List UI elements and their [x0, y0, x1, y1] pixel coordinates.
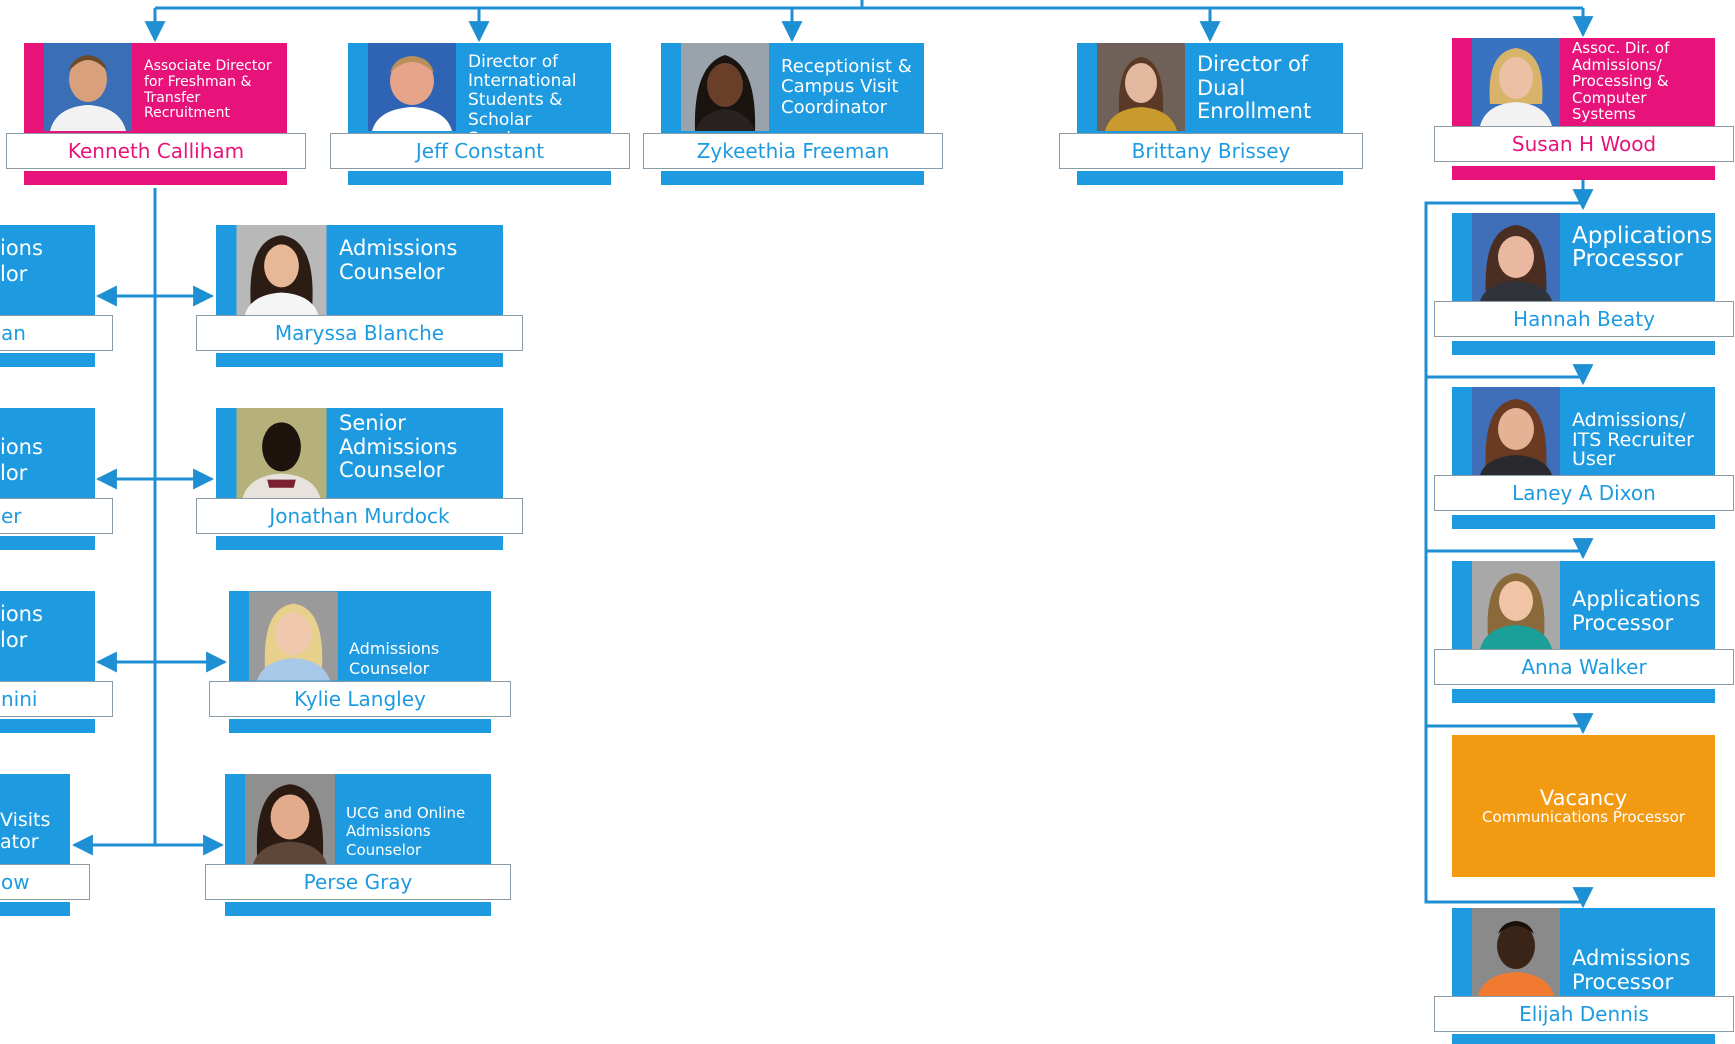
- vacancy-subtitle: Communications Processor: [1481, 807, 1686, 826]
- card-title: Associate Director for Freshman & Transf…: [144, 58, 272, 122]
- card-title: Admissions/ ITS Recruiter User: [1572, 409, 1694, 471]
- card-stripe: [0, 902, 70, 916]
- card-title-line-1: ions: [0, 602, 43, 626]
- card-name: Laney A Dixon: [1434, 475, 1734, 511]
- org-card-perse-gray[interactable]: UCG and Online Admissions Counselor Pers…: [205, 774, 511, 916]
- card-name: Zykeethia Freeman: [643, 133, 943, 169]
- org-card-susan-h-wood[interactable]: Assoc. Dir. of Admissions/ Processing & …: [1434, 38, 1734, 180]
- woman-photo-icon: [1472, 387, 1560, 475]
- card-stripe: [1452, 166, 1715, 180]
- org-card-kylie-langley[interactable]: Admissions Counselor Kylie Langley: [209, 591, 511, 733]
- woman-photo-icon: [236, 225, 327, 315]
- card-body: [0, 408, 95, 498]
- card-stripe: [216, 353, 503, 367]
- card-title-line-1: ions: [0, 236, 43, 260]
- card-title: Admissions Counselor: [349, 639, 440, 678]
- card-title: UCG and Online Admissions Counselor: [346, 804, 466, 859]
- card-title-line-1: Visits: [0, 809, 51, 831]
- org-card-vacancy[interactable]: Vacancy Communications Processor: [1452, 735, 1715, 877]
- card-title-line-2: ator: [0, 831, 39, 853]
- woman-photo-icon: [681, 43, 769, 131]
- card-body: [0, 591, 95, 681]
- card-title-line-2: lor: [0, 628, 28, 652]
- card-name: Jonathan Murdock: [196, 498, 523, 534]
- man-photo-icon: [44, 43, 132, 131]
- woman-photo-icon: [1472, 561, 1560, 649]
- org-card-laney-a-dixon[interactable]: Admissions/ ITS Recruiter User Laney A D…: [1434, 387, 1734, 529]
- card-name: er: [0, 498, 113, 534]
- card-title-line-2: lor: [0, 461, 28, 485]
- card-stripe: [0, 536, 95, 550]
- card-stripe: [1077, 171, 1343, 185]
- card-stripe: [24, 171, 287, 185]
- man-photo-icon: [368, 43, 456, 131]
- woman-photo-icon: [1097, 43, 1185, 131]
- card-name: Maryssa Blanche: [196, 315, 523, 351]
- org-card-left-partial-2[interactable]: ions lor er: [0, 408, 113, 550]
- card-title-line-1: ions: [0, 435, 43, 459]
- card-title-line-2: lor: [0, 262, 28, 286]
- org-card-left-partial-3[interactable]: ions lor nini: [0, 591, 113, 733]
- card-stripe: [1452, 341, 1715, 355]
- card-stripe: [225, 902, 491, 916]
- card-name: Anna Walker: [1434, 649, 1734, 685]
- card-name: ow: [0, 864, 90, 900]
- card-title: Admissions Processor: [1572, 946, 1691, 995]
- card-title: Receptionist & Campus Visit Coordinator: [781, 56, 912, 118]
- woman-photo-icon: [249, 591, 338, 681]
- org-card-jeff-constant[interactable]: Director of International Students & Sch…: [330, 43, 630, 185]
- woman-photo-icon: [245, 774, 335, 864]
- card-name: an: [0, 315, 113, 351]
- man-photo-icon: [1472, 908, 1560, 996]
- org-card-maryssa-blanche[interactable]: Admissions Counselor Maryssa Blanche: [196, 225, 523, 367]
- card-name: nini: [0, 681, 113, 717]
- card-title: Admissions Counselor: [339, 236, 458, 284]
- card-stripe: [661, 171, 924, 185]
- org-card-left-partial-1[interactable]: ions lor an: [0, 225, 113, 367]
- org-card-elijah-dennis[interactable]: Admissions Processor Elijah Dennis: [1434, 908, 1734, 1044]
- card-name: Perse Gray: [205, 864, 511, 900]
- card-name: Jeff Constant: [330, 133, 630, 169]
- card-body: [0, 225, 95, 315]
- card-stripe: [0, 719, 95, 733]
- card-title: Applications Processor: [1572, 223, 1713, 273]
- card-stripe: [1452, 515, 1715, 529]
- card-stripe: [229, 719, 491, 733]
- card-name: Kylie Langley: [209, 681, 511, 717]
- card-body: [0, 774, 70, 864]
- card-name: Brittany Brissey: [1059, 133, 1363, 169]
- card-stripe: [0, 353, 95, 367]
- card-name: Hannah Beaty: [1434, 301, 1734, 337]
- card-stripe: [348, 171, 611, 185]
- org-card-kenneth-calliham[interactable]: Associate Director for Freshman & Transf…: [6, 43, 306, 185]
- card-title: Assoc. Dir. of Admissions/ Processing & …: [1572, 39, 1670, 123]
- card-title: Director of Dual Enrollment: [1197, 52, 1312, 124]
- card-name: Susan H Wood: [1434, 126, 1734, 162]
- card-name: Kenneth Calliham: [6, 133, 306, 169]
- org-card-zykeethia-freeman[interactable]: Receptionist & Campus Visit Coordinator …: [643, 43, 943, 185]
- card-stripe: [216, 536, 503, 550]
- card-stripe: [1452, 689, 1715, 703]
- org-card-hannah-beaty[interactable]: Applications Processor Hannah Beaty: [1434, 213, 1734, 355]
- card-title: Senior Admissions Counselor: [339, 411, 458, 483]
- card-name: Elijah Dennis: [1434, 996, 1734, 1032]
- card-title: Applications Processor: [1572, 587, 1701, 636]
- org-card-jonathan-murdock[interactable]: Senior Admissions Counselor Jonathan Mur…: [196, 408, 523, 550]
- woman-photo-icon: [1472, 38, 1560, 126]
- card-stripe: [1452, 1034, 1715, 1044]
- org-card-brittany-brissey[interactable]: Director of Dual Enrollment Brittany Bri…: [1059, 43, 1363, 185]
- woman-photo-icon: [1472, 213, 1560, 301]
- org-card-anna-walker[interactable]: Applications Processor Anna Walker: [1434, 561, 1734, 703]
- org-card-left-partial-4[interactable]: Visits ator ow: [0, 774, 90, 916]
- man-photo-icon: [236, 408, 327, 498]
- vacancy-title: Vacancy: [1539, 785, 1628, 810]
